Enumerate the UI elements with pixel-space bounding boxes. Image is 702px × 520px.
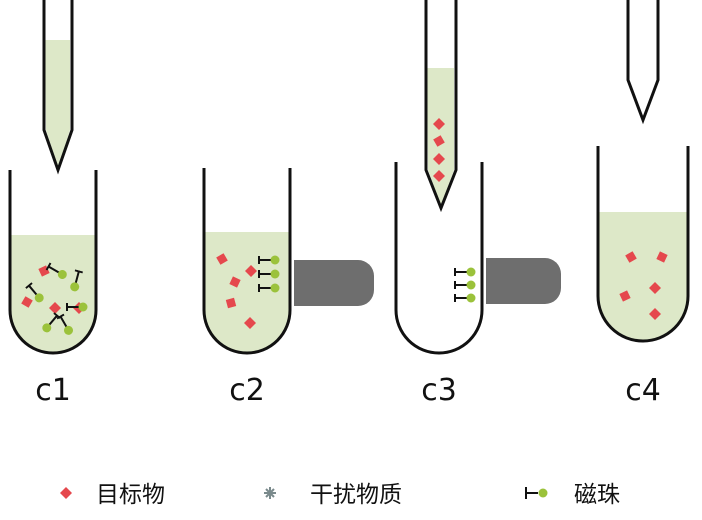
liquid-fill	[598, 212, 688, 341]
magnet-c3	[486, 258, 561, 304]
liquid-fill	[10, 237, 96, 353]
pipette-c3	[424, 0, 458, 213]
tube-outline	[8, 170, 98, 355]
red-diamond-icon	[60, 487, 72, 499]
tube-c3	[394, 162, 561, 355]
legend-item-interferent: 干扰物质	[264, 482, 402, 508]
stage-label-c3: c3	[421, 373, 457, 408]
pipette-outline	[424, 0, 458, 213]
tube-outline	[394, 162, 484, 355]
tube-c4	[596, 146, 690, 343]
legend-label-bead: 磁珠	[574, 482, 620, 508]
tube-outline	[202, 168, 292, 355]
tube-c2	[202, 168, 374, 355]
legend-item-target: 目标物	[60, 482, 165, 508]
legend-label-target: 目标物	[96, 482, 165, 508]
legend-label-interferent: 干扰物质	[310, 482, 402, 508]
tube-c1	[8, 170, 98, 355]
legend: 目标物 干扰物质 磁珠	[60, 482, 620, 508]
stage-label-c4: c4	[625, 373, 661, 408]
legend-item-bead: 磁珠	[525, 482, 620, 508]
pipette-outline	[42, 0, 74, 175]
liquid-fill	[204, 232, 290, 353]
magnetic-bead-icon	[525, 487, 548, 499]
pipette-outline	[626, 0, 660, 125]
pipette-liquid	[45, 40, 70, 168]
gray-star-icon	[264, 487, 276, 499]
pipette-c4	[626, 0, 660, 125]
magnet-c2	[294, 260, 374, 306]
stage-label-c2: c2	[229, 373, 265, 408]
stage-label-c1: c1	[35, 373, 71, 408]
pipette-c1	[42, 0, 74, 175]
tube-outline	[596, 146, 690, 343]
magnetic-beads-captured	[454, 266, 477, 304]
